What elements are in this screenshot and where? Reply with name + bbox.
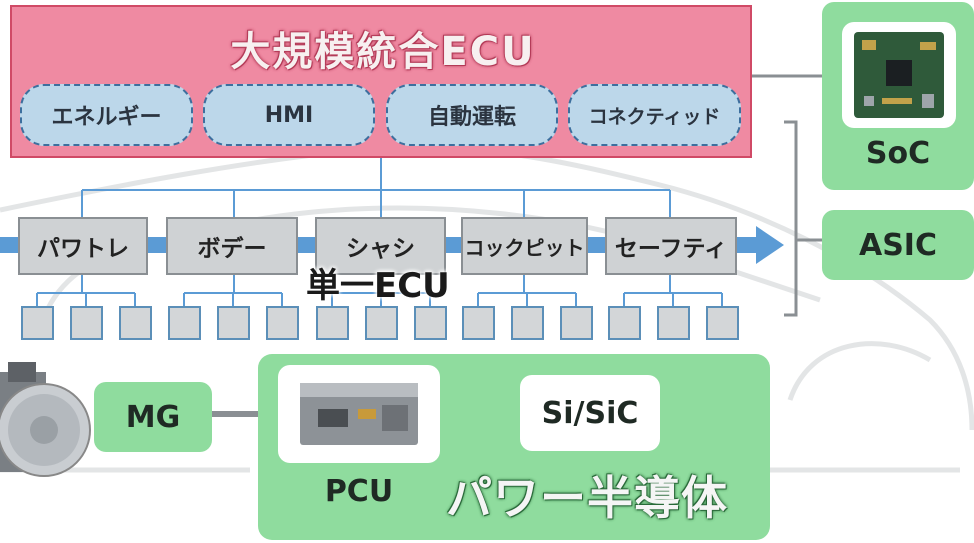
ecu-node <box>560 306 593 340</box>
mg-box: MG <box>94 382 212 452</box>
domain-autonomous-driving: 自動運転 <box>386 84 558 146</box>
ecu-node <box>706 306 739 340</box>
semiconductor-material-box: Si/SiC <box>520 375 660 451</box>
ecu-node <box>21 306 54 340</box>
ecu-node <box>316 306 349 340</box>
zone-cockpit: コックピット <box>461 217 588 275</box>
pcu-image-card <box>278 365 440 463</box>
soc-label: SoC <box>865 136 931 171</box>
power-semiconductor-title: パワー半導体 <box>446 471 728 525</box>
ecu-node <box>608 306 641 340</box>
network-lines <box>36 158 723 306</box>
pcu-label: PCU <box>324 474 394 509</box>
domain-hmi: HMI <box>203 84 375 146</box>
ecu-node <box>217 306 250 340</box>
ecu-node <box>511 306 544 340</box>
soc-panel: SoC <box>822 2 974 190</box>
soc-board-icon <box>854 32 944 118</box>
ecu-node <box>462 306 495 340</box>
single-ecu-label: 単一ECU <box>306 266 450 306</box>
asic-bracket <box>784 120 798 317</box>
domain-energy: エネルギー <box>20 84 193 146</box>
zone-chassis: シャシ <box>315 217 446 275</box>
pcu-unit-icon <box>300 383 418 445</box>
ecu-node <box>168 306 201 340</box>
ecu-node <box>657 306 690 340</box>
asic-box: ASIC <box>822 210 974 280</box>
ecu-node <box>414 306 447 340</box>
zone-powertrain: パワトレ <box>18 217 148 275</box>
large-ecu-title: 大規模統合ECU <box>230 29 536 75</box>
zone-body: ボデー <box>166 217 298 275</box>
zone-safety: セーフティ <box>605 217 737 275</box>
motor-graphic <box>0 362 91 477</box>
ecu-node <box>266 306 299 340</box>
bus-arrow-head <box>756 226 784 264</box>
ecu-node <box>365 306 398 340</box>
ecu-node <box>70 306 103 340</box>
ecu-node <box>119 306 152 340</box>
domain-connected: コネクティッド <box>568 84 741 146</box>
soc-image-card <box>842 22 956 128</box>
